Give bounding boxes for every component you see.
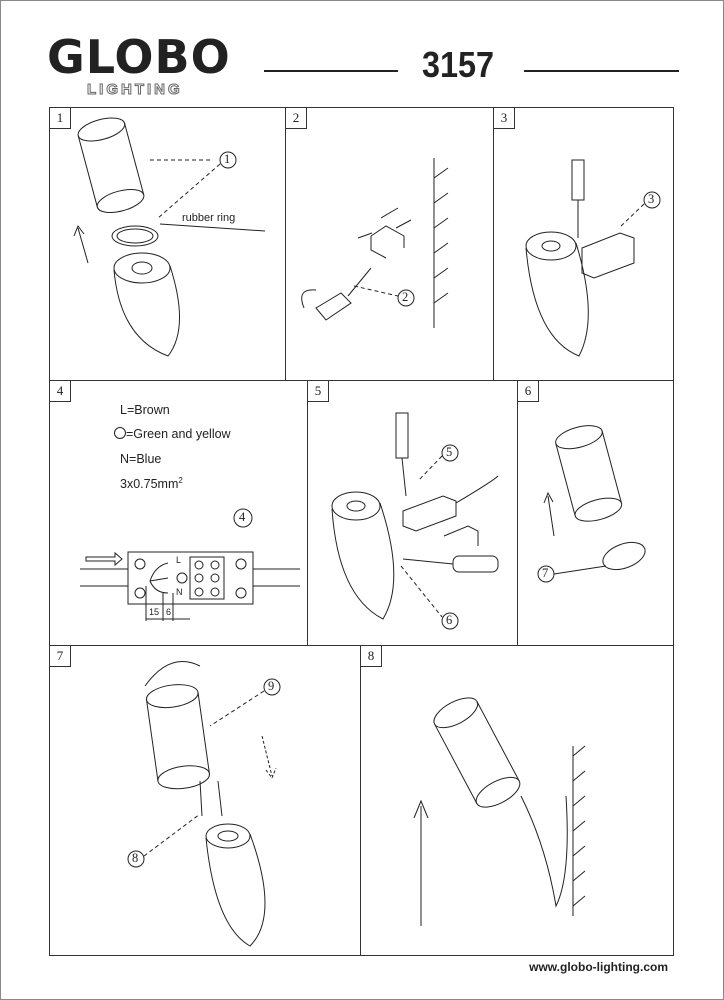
dim-15: 15 (149, 607, 160, 617)
wiring-blue: N=Blue (120, 452, 162, 466)
step-6-panel: 6 7 (517, 380, 674, 646)
step-5-illustration (331, 412, 499, 630)
logo-sub: LIGHTING (87, 81, 183, 99)
step-4-panel: 4 L=Brown =Green and yellow N=Blue 3x0.7… (49, 380, 308, 646)
step-6-illustration (537, 425, 646, 583)
wiring-earth: =Green and yellow (114, 427, 231, 441)
step-3-panel: 3 3 (493, 107, 674, 381)
step-number: 8 (361, 646, 382, 667)
website-url: www.globo-lighting.com (529, 960, 668, 974)
callout-5: 5 (446, 445, 453, 459)
step-2-illustration (301, 158, 449, 328)
wiring-earth-text: =Green and yellow (126, 427, 231, 441)
step-number: 3 (494, 108, 515, 129)
logo-brand: GLOBO (47, 30, 231, 84)
callout-4: 4 (239, 510, 246, 524)
step-8-panel: 8 (360, 645, 674, 956)
step-7-panel: 7 9 8 (49, 645, 361, 956)
step-number: 5 (308, 381, 329, 402)
callout-7: 7 (542, 566, 549, 580)
step-8-illustration (413, 697, 586, 926)
step-number: 7 (50, 646, 71, 667)
step-number: 4 (50, 381, 71, 402)
wiring-brown: L=Brown (120, 403, 170, 417)
step-number: 1 (50, 108, 71, 129)
earth-icon (114, 427, 126, 439)
callout-8: 8 (132, 851, 139, 865)
callout-1: 1 (224, 152, 231, 166)
step-5-panel: 5 5 6 (307, 380, 518, 646)
rubber-ring-label: rubber ring (182, 212, 236, 224)
step-number: 6 (518, 381, 539, 402)
terminal-l: L (176, 555, 182, 565)
step-1-illustration (73, 117, 266, 357)
step-1-panel: 1 1 rubber ring (49, 107, 286, 381)
dim-6: 6 (166, 607, 172, 617)
model-number: 3157 (422, 44, 495, 85)
wire-spec-text: 3x0.75mm (120, 477, 179, 492)
globo-logo: GLOBO LIGHTING (47, 30, 247, 102)
terminal-block-diagram (80, 508, 300, 621)
step-2-panel: 2 2 (285, 107, 494, 381)
callout-2: 2 (402, 290, 409, 304)
header-rule-right (524, 70, 679, 72)
step-7-illustration (127, 661, 281, 947)
callout-6: 6 (446, 613, 453, 627)
callout-9: 9 (268, 679, 275, 693)
wire-spec: 3x0.75mm2 (120, 476, 183, 491)
terminal-n: N (176, 587, 183, 597)
header-rule-left (264, 70, 398, 72)
step-number: 2 (286, 108, 307, 129)
step-3-illustration (525, 159, 661, 357)
wire-spec-sup: 2 (178, 476, 183, 485)
callout-3: 3 (648, 192, 655, 206)
